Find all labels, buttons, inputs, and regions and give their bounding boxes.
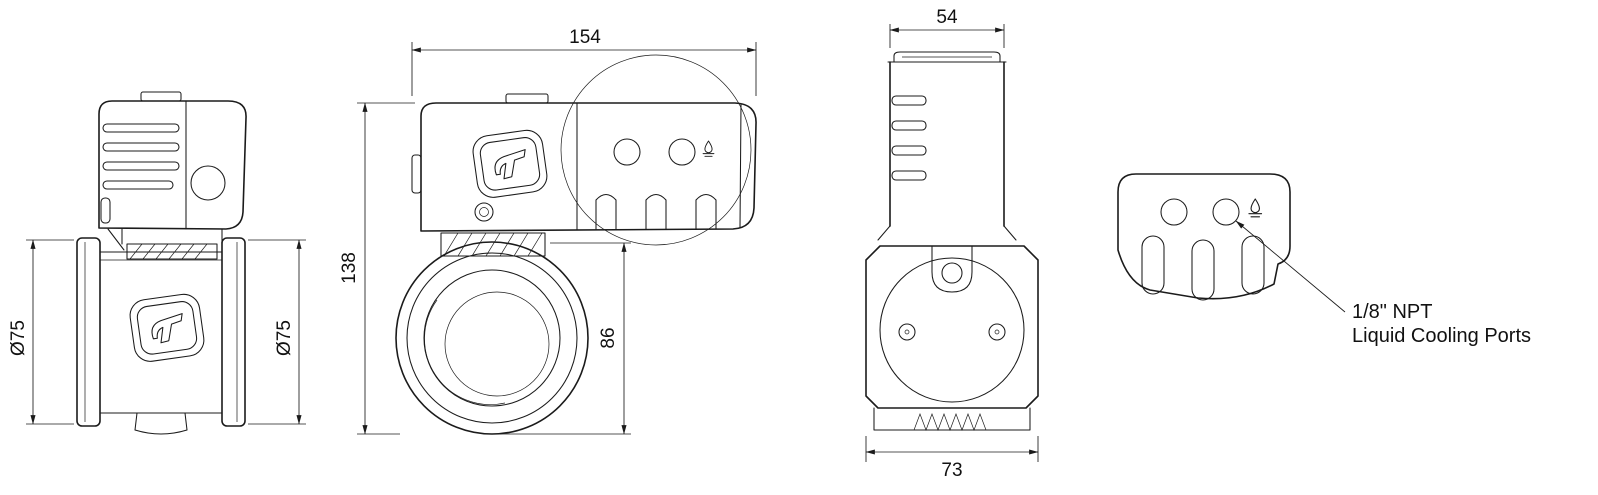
- detail-view: 1/8" NPT Liquid Cooling Ports: [1117, 173, 1531, 347]
- valve-bore-outer: [395, 241, 589, 435]
- dimension-54: [889, 24, 1005, 48]
- solenoid-cap-detail: [1117, 173, 1291, 300]
- dim-diameter-left-label: Ø75: [8, 320, 29, 356]
- valve-body: [865, 245, 1039, 409]
- dimension-73: [865, 436, 1039, 462]
- solenoid-top-cap: [893, 51, 1001, 63]
- callout-cooling-ports-label: Liquid Cooling Ports: [1352, 325, 1531, 347]
- vband-flange-left: [76, 237, 101, 427]
- dimension-diameter-right: [248, 239, 306, 425]
- solenoid-cap: [98, 100, 247, 230]
- callout-leader-line: [1235, 220, 1346, 313]
- cooling-port-left: [1160, 198, 1188, 226]
- dim-diameter-right-label: Ø75: [274, 320, 295, 356]
- coolant-symbol-icon: [1248, 198, 1263, 218]
- vband-flange-right: [221, 237, 246, 427]
- dimension-diameter-left: [26, 239, 74, 425]
- solenoid-assembly: [420, 102, 757, 232]
- cooling-port-right: [668, 138, 696, 166]
- front-view: 154 138 86: [339, 27, 757, 435]
- coolant-symbol-icon: [702, 140, 715, 157]
- detail-boundary-circle: [560, 54, 752, 246]
- dimension-138: [357, 102, 415, 435]
- brand-logo: [470, 127, 550, 200]
- dimension-154: [411, 42, 757, 96]
- bolt-hole-right: [988, 323, 1006, 341]
- dim-54-label: 54: [936, 7, 958, 28]
- callout-npt-label: 1/8" NPT: [1352, 301, 1432, 323]
- dim-73-label: 73: [941, 460, 962, 481]
- dimension-86: [500, 242, 631, 435]
- solenoid-body: [889, 61, 1005, 227]
- bolt-hole-left: [898, 323, 916, 341]
- left-side-view: Ø75 Ø75: [8, 91, 306, 435]
- right-side-view: 54 73: [865, 7, 1039, 481]
- cooling-port-left: [613, 138, 641, 166]
- dim-154-label: 154: [569, 27, 601, 48]
- cooling-port-right: [1212, 198, 1240, 226]
- brand-logo: [127, 291, 207, 364]
- clamp-band: [440, 232, 546, 257]
- vband-serration: [913, 413, 987, 431]
- dim-138-label: 138: [339, 252, 360, 284]
- dim-86-label: 86: [598, 327, 619, 348]
